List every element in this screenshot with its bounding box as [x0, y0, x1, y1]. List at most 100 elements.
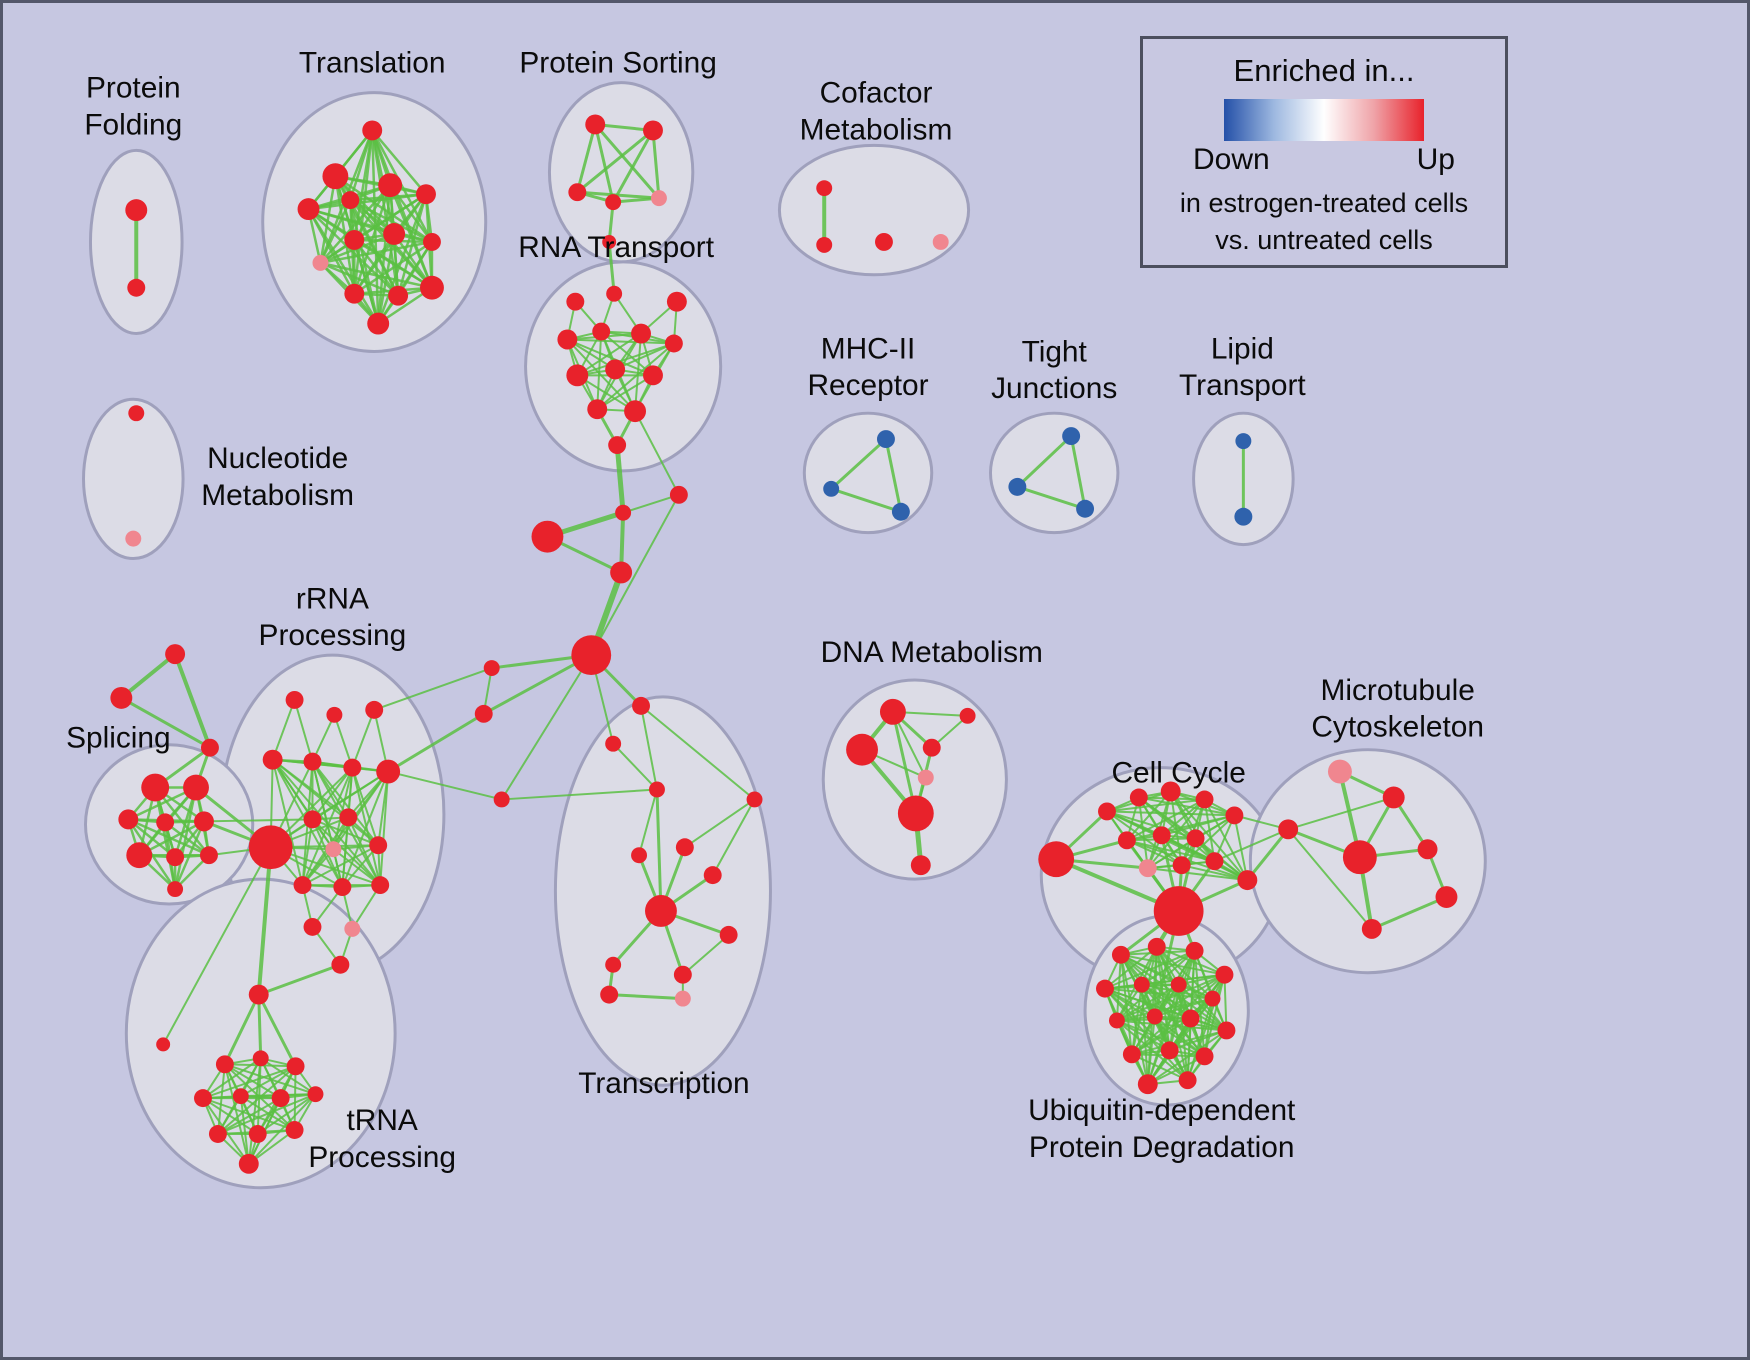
edge: [349, 198, 400, 297]
legend-caption-line1: in estrogen-treated cells: [1179, 188, 1469, 218]
edge: [590, 493, 680, 657]
edge: [651, 128, 661, 200]
gene-set-node-157: [1178, 1071, 1197, 1090]
gene-set-node-69: [891, 502, 910, 521]
gene-set-node-88: [167, 881, 184, 898]
edge: [162, 846, 272, 1046]
edge: [311, 766, 354, 821]
gene-set-node-5: [341, 191, 360, 210]
edge: [119, 696, 212, 750]
gene-set-node-30: [592, 322, 611, 341]
edge: [370, 129, 428, 196]
gene-set-node-74: [1234, 507, 1253, 526]
edge: [353, 129, 374, 295]
gene-set-node-26: [566, 292, 585, 311]
gene-set-node-62: [922, 738, 941, 757]
gene-set-node-33: [566, 364, 589, 387]
gene-set-node-42: [610, 561, 633, 584]
gene-set-node-73: [1235, 433, 1252, 450]
edge: [1287, 796, 1395, 831]
gene-set-node-131: [1205, 852, 1224, 871]
gene-set-node-114: [271, 1089, 290, 1108]
gene-set-node-16: [585, 114, 606, 135]
edge: [884, 437, 903, 514]
gene-set-node-43: [571, 635, 612, 676]
edge: [1186, 1017, 1192, 1082]
gene-set-node-6: [378, 173, 403, 198]
gene-set-node-68: [823, 480, 840, 497]
edge: [301, 844, 380, 887]
gene-set-node-12: [344, 283, 365, 304]
edge: [622, 493, 680, 514]
gene-set-node-123: [1160, 781, 1181, 802]
edge: [575, 128, 655, 194]
gene-set-node-67: [876, 430, 895, 449]
edge: [319, 261, 434, 289]
gene-set-node-120: [1038, 841, 1075, 878]
edge: [1115, 1019, 1228, 1032]
gene-set-node-144: [1215, 965, 1234, 984]
gene-set-node-133: [1237, 870, 1258, 891]
gene-set-node-72: [1076, 499, 1095, 518]
gene-set-node-140: [1361, 918, 1382, 939]
edge: [1140, 949, 1196, 986]
edge: [1146, 1029, 1228, 1086]
edge: [247, 1093, 317, 1165]
gene-set-node-143: [1185, 941, 1204, 960]
gene-set-node-2: [362, 120, 383, 141]
gene-set-node-45: [474, 704, 493, 723]
edge: [216, 1065, 297, 1135]
gene-set-node-102: [333, 878, 352, 897]
edge: [216, 1097, 282, 1135]
gene-set-node-75: [128, 405, 145, 422]
gene-set-node-19: [605, 194, 622, 211]
legend-up-label: Up: [1416, 143, 1455, 176]
edge: [201, 1097, 259, 1135]
gene-set-node-81: [183, 774, 209, 801]
edge: [1069, 434, 1087, 511]
edge: [376, 183, 392, 325]
cluster-ellipse-transcription: [553, 695, 772, 1087]
gene-set-node-3: [322, 163, 349, 190]
cluster-ellipse-nucleotide-metabolism: [82, 397, 185, 561]
edge: [575, 190, 661, 200]
edge: [293, 698, 314, 763]
gene-set-node-79: [200, 738, 219, 757]
gene-set-node-99: [325, 841, 342, 858]
cluster-label-cell-cycle: Cell Cycle: [1111, 757, 1245, 790]
edge: [593, 122, 615, 204]
edge: [611, 128, 655, 204]
gene-set-node-52: [645, 895, 677, 927]
edge: [333, 713, 354, 769]
gene-set-node-142: [1147, 937, 1166, 956]
legend-scale: Down Up: [1193, 143, 1455, 177]
gene-set-node-83: [156, 813, 175, 832]
edge: [257, 993, 298, 1068]
edge: [575, 122, 597, 194]
gene-set-node-115: [307, 1086, 324, 1103]
gene-set-node-39: [615, 504, 632, 521]
gene-set-node-47: [632, 696, 650, 715]
edge: [373, 667, 493, 711]
legend: Enriched in... Down Up in estrogen-treat…: [1140, 36, 1508, 268]
edge: [1223, 973, 1228, 1032]
edge: [386, 712, 486, 774]
legend-down-label: Down: [1193, 143, 1270, 176]
edge: [387, 770, 503, 801]
edge: [347, 816, 382, 887]
gene-set-node-28: [666, 291, 687, 312]
edge: [351, 708, 376, 769]
edge: [311, 770, 390, 821]
edge: [576, 342, 675, 377]
edge: [376, 192, 428, 325]
gene-set-node-49: [649, 781, 665, 798]
gene-set-node-10: [423, 232, 441, 251]
edge: [201, 1065, 297, 1100]
gene-set-node-112: [194, 1089, 212, 1108]
gene-set-node-132: [1153, 886, 1204, 936]
edge: [607, 240, 616, 296]
gene-set-node-17: [643, 120, 663, 141]
gene-set-node-104: [303, 917, 322, 936]
